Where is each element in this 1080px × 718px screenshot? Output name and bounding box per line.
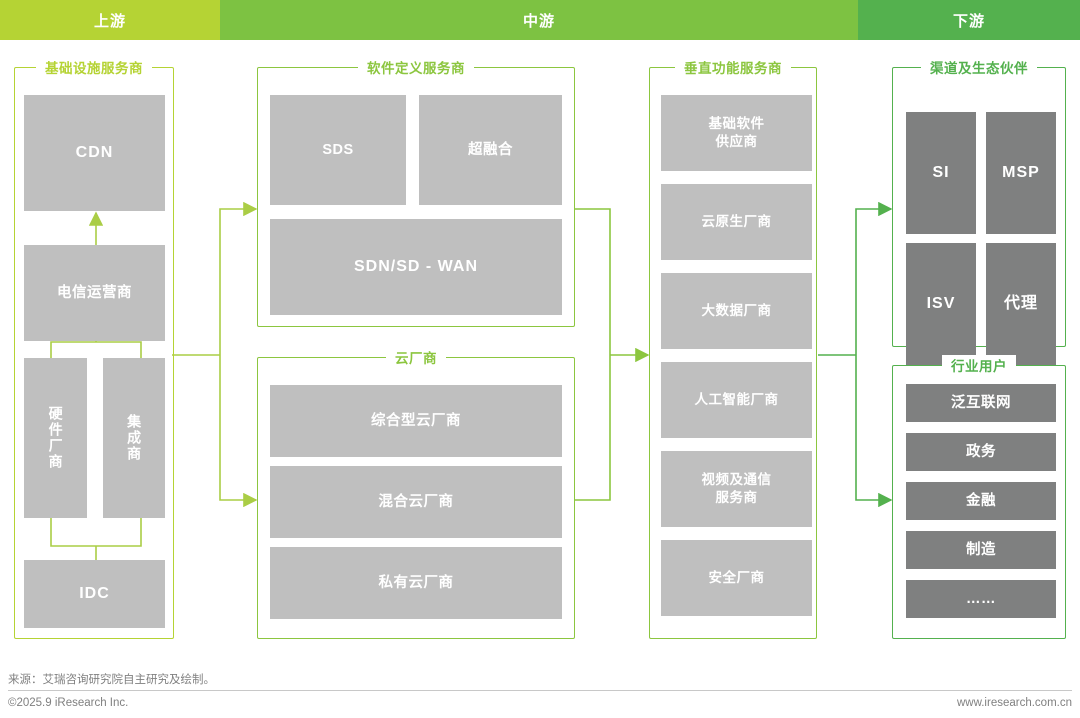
wire-col3-to-industry-users xyxy=(855,355,893,508)
wire-col1-to-software-defined xyxy=(219,201,258,355)
box-cloud-native-vendor[interactable]: 云原生厂商 xyxy=(661,184,812,260)
box-manufacturing[interactable]: 制造 xyxy=(906,531,1056,569)
box-hybrid-cloud-vendor[interactable]: 混合云厂商 xyxy=(270,466,562,538)
box-ai-vendor[interactable]: 人工智能厂商 xyxy=(661,362,812,438)
group-industry-users: 行业用户 xyxy=(892,355,1066,639)
wire-col1-to-cloud-vendors xyxy=(219,355,258,508)
header-segment-upstream: 上游 xyxy=(0,0,220,40)
footer: 来源：艾瑞咨询研究院自主研究及绘制。 ©2025.9 iResearch Inc… xyxy=(0,660,1080,718)
box-cdn[interactable]: CDN xyxy=(24,95,165,211)
wire-col3-to-channel-ecosystem xyxy=(855,201,893,355)
group-infrastructure: 基础设施服务商 xyxy=(14,57,174,639)
box-msp[interactable]: MSP xyxy=(986,112,1056,234)
wire-software-defined-out xyxy=(574,208,611,355)
group-software-defined: 软件定义服务商 xyxy=(257,57,575,327)
group-channel-ecosystem: 渠道及生态伙伴 xyxy=(892,57,1066,347)
box-idc[interactable]: IDC xyxy=(24,560,165,628)
box-isv[interactable]: ISV xyxy=(906,243,976,365)
box-video-communication-provider[interactable]: 视频及通信服务商 xyxy=(661,451,812,527)
group-title-vertical-function: 垂直功能服务商 xyxy=(675,57,791,77)
group-title-industry-users: 行业用户 xyxy=(942,355,1016,375)
box-si[interactable]: SI xyxy=(906,112,976,234)
box-government[interactable]: 政务 xyxy=(906,433,1056,471)
box-sdn-sdwan[interactable]: SDN/SD - WAN xyxy=(270,219,562,315)
box-hyperconverged[interactable]: 超融合 xyxy=(419,95,562,205)
box-sds[interactable]: SDS xyxy=(270,95,406,205)
website-url[interactable]: www.iresearch.com.cn xyxy=(956,697,1072,709)
box-private-cloud-vendor[interactable]: 私有云厂商 xyxy=(270,547,562,619)
group-title-software-defined: 软件定义服务商 xyxy=(358,57,474,77)
box-agent[interactable]: 代理 xyxy=(986,243,1056,365)
group-cloud-vendors: 云厂商 xyxy=(257,347,575,639)
box-telecom-operator[interactable]: 电信运营商 xyxy=(24,245,165,341)
group-title-infrastructure: 基础设施服务商 xyxy=(36,57,152,77)
box-basic-software-supplier[interactable]: 基础软件供应商 xyxy=(661,95,812,171)
box-others[interactable]: …… xyxy=(906,580,1056,618)
group-title-channel-ecosystem: 渠道及生态伙伴 xyxy=(921,57,1037,77)
header-segment-midstream: 中游 xyxy=(220,0,858,40)
box-pan-internet[interactable]: 泛互联网 xyxy=(906,384,1056,422)
wire-cloud-vendors-out xyxy=(574,355,611,501)
value-chain-diagram: 基础设施服务商 CDN 电信运营商 硬件厂商 集成商 IDC 软件定义服务商 S… xyxy=(0,40,1080,660)
source-note: 来源：艾瑞咨询研究院自主研究及绘制。 xyxy=(8,674,215,686)
box-big-data-vendor[interactable]: 大数据厂商 xyxy=(661,273,812,349)
header-segment-downstream: 下游 xyxy=(858,0,1080,40)
box-security-vendor[interactable]: 安全厂商 xyxy=(661,540,812,616)
footer-divider xyxy=(8,690,1072,691)
box-finance[interactable]: 金融 xyxy=(906,482,1056,520)
box-hardware-vendor[interactable]: 硬件厂商 xyxy=(24,358,87,518)
copyright-text: ©2025.9 iResearch Inc. xyxy=(8,697,129,709)
box-integrated-cloud-vendor[interactable]: 综合型云厂商 xyxy=(270,385,562,457)
group-vertical-function: 垂直功能服务商 xyxy=(649,57,817,639)
stage-header: 上游 中游 下游 xyxy=(0,0,1080,40)
group-title-cloud-vendors: 云厂商 xyxy=(386,347,446,367)
box-system-integrator[interactable]: 集成商 xyxy=(103,358,165,518)
